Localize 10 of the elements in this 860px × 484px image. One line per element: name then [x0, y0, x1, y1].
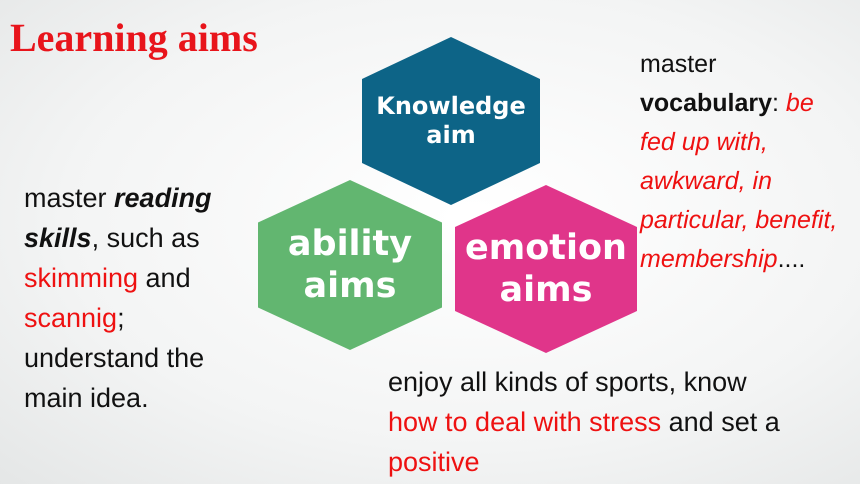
slide-title: Learning aims — [10, 14, 258, 61]
aim-hexagon — [258, 180, 442, 350]
hexagon-label: ability aims — [286, 223, 414, 307]
aim-description: master vocabulary: be fed up with, awkward, in particular, benefit, membership.... — [640, 49, 838, 275]
aim-description: master reading skills, such as skimming and scannig; understand the main idea. — [24, 182, 213, 415]
aim-hexagon — [362, 37, 540, 205]
hexagon-label: Knowledge aim — [375, 92, 527, 150]
hexagon-label: emotion aims — [464, 227, 628, 311]
aim-description: enjoy all kinds of sports, know how to deal with stress and set a positive — [388, 366, 781, 479]
aim-hexagon — [455, 185, 637, 353]
